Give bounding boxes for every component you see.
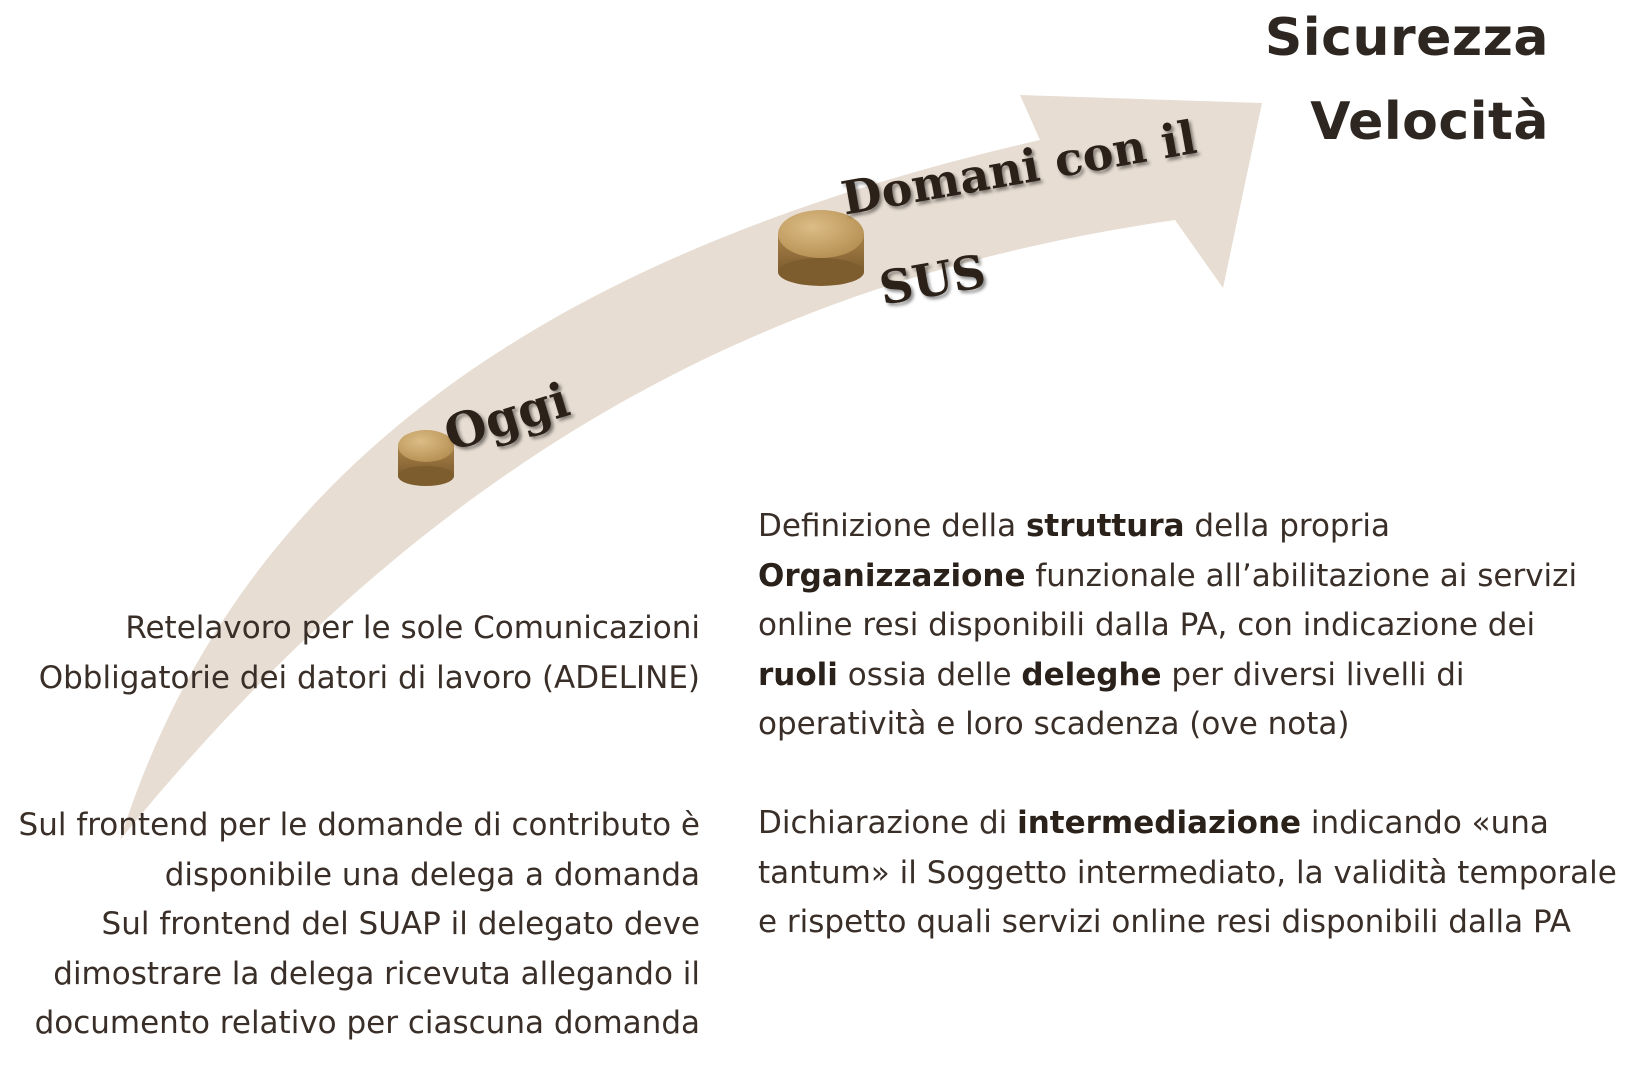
org-bold-deleghe: deleghe [1021, 656, 1162, 693]
organization-description: Definizione della struttura della propri… [758, 502, 1618, 750]
frontend-line-1: Sul frontend per le domande di contribut… [18, 807, 700, 843]
org-text-4: ossia delle [837, 656, 1022, 693]
frontend-line-5: documento relativo per ciascuna domanda [34, 1005, 700, 1041]
arrow-body [120, 95, 1262, 840]
org-bold-ruoli: ruoli [758, 656, 838, 693]
retelavoro-description: Retelavoro per le sole Comunicazioni Obb… [39, 604, 700, 703]
inter-bold-intermediazione: intermediazione [1017, 805, 1302, 841]
org-text-5: per diversi livelli di operatività e lor… [758, 656, 1465, 743]
retelavoro-line-2: Obbligatorie dei datori di lavoro (ADELI… [38, 659, 700, 696]
frontend-line-3: Sul frontend del SUAP il delegato deve [101, 906, 700, 942]
inter-text-2: indicando «una tantum» il Soggetto inter… [758, 805, 1617, 940]
org-text-1: Definizione della [758, 508, 1026, 544]
org-bold-struttura: struttura [1025, 508, 1185, 544]
intermediation-description: Dichiarazione di intermediazione indican… [758, 799, 1618, 948]
retelavoro-line-1: Retelavoro per le sole Comunicazioni [125, 610, 700, 646]
frontend-description: Sul frontend per le domande di contribut… [19, 801, 700, 1049]
inter-text-1: Dichiarazione di [758, 805, 1018, 841]
marker-tomorrow [778, 210, 864, 286]
org-text-3: funzionale all’abilitazione ai servizi o… [758, 557, 1578, 644]
goal-security: Sicurezza [1264, 8, 1549, 68]
frontend-line-4: dimostrare la delega ricevuta allegando … [53, 955, 700, 992]
marker-today [398, 430, 454, 486]
goal-speed: Velocità [1310, 92, 1549, 152]
org-text-2: della propria [1184, 508, 1390, 544]
frontend-line-2: disponibile una delega a domanda [164, 856, 700, 893]
org-bold-organizzazione: Organizzazione [758, 557, 1026, 594]
